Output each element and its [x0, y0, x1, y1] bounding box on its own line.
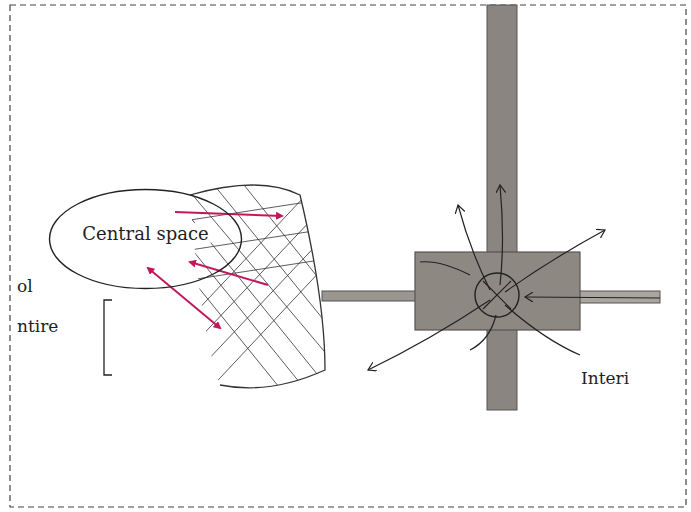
space-ellipse: Central space — [48, 188, 243, 290]
road-vertical — [487, 5, 517, 410]
frame-border — [10, 5, 686, 507]
view-arrow — [148, 268, 220, 328]
cut-off-note: ol — [16, 276, 34, 296]
road-left — [322, 291, 417, 301]
center-circle — [475, 273, 519, 317]
fan-hatch — [160, 180, 340, 450]
space-label: Central space — [80, 223, 210, 244]
cut-off-note: Interi — [580, 368, 630, 388]
radiating-arrows — [368, 185, 660, 370]
bracket — [104, 300, 112, 375]
building-block — [415, 252, 580, 330]
view-arrow — [190, 262, 268, 285]
cut-off-note: ntire — [16, 316, 59, 336]
